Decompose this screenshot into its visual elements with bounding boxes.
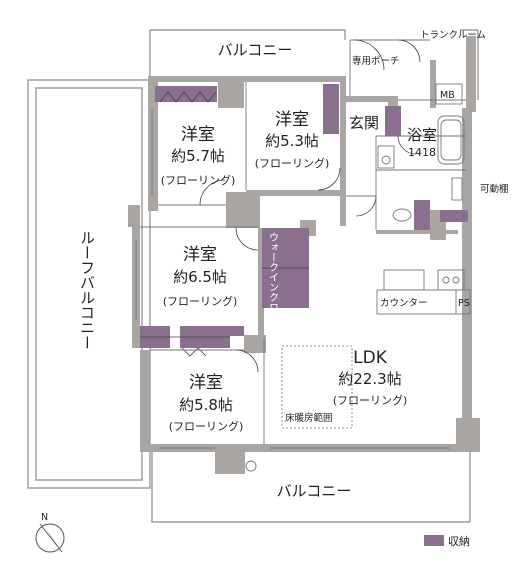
room2-floor: (フローリング) bbox=[255, 156, 330, 170]
fixtures bbox=[245, 115, 465, 472]
compass-icon bbox=[35, 523, 65, 553]
ldk-name: LDK bbox=[353, 348, 388, 368]
walk-in-closet-label: ウォークインクローゼット bbox=[267, 232, 279, 352]
room3-size: 約6.5帖 bbox=[173, 268, 227, 286]
trunk-room-label: トランクルーム bbox=[420, 30, 486, 41]
labels: バルコニー 専用ポーチ トランクルーム MB 玄関 浴室 1418 可動棚 洋室… bbox=[41, 30, 509, 548]
room2-size: 約5.3帖 bbox=[265, 132, 319, 150]
room4-size: 約5.8帖 bbox=[179, 396, 233, 414]
windows bbox=[135, 110, 450, 449]
movable-shelf-label: 可動棚 bbox=[480, 183, 509, 195]
room4-name: 洋室 bbox=[189, 373, 223, 393]
door-swings bbox=[199, 39, 421, 373]
private-porch-label: 専用ポーチ bbox=[352, 55, 400, 67]
ps-label: PS bbox=[458, 298, 470, 309]
ldk-floor: (フローリング) bbox=[333, 393, 408, 407]
bath-label: 浴室 bbox=[407, 126, 437, 144]
closet-door-marks bbox=[140, 91, 309, 357]
entrance-label: 玄関 bbox=[349, 114, 379, 132]
counter-label: カウンター bbox=[380, 298, 428, 309]
room1-floor: (フローリング) bbox=[161, 173, 236, 187]
floor-heating-label: 床暖房範囲 bbox=[285, 412, 333, 424]
roof-balcony-label: ルーフバルコニー bbox=[78, 230, 96, 350]
room1-name: 洋室 bbox=[181, 125, 215, 145]
top-balcony-label: バルコニー bbox=[218, 41, 293, 59]
mb-label: MB bbox=[440, 90, 455, 101]
legend-label: 収納 bbox=[448, 535, 470, 548]
room1-size: 約5.7帖 bbox=[171, 147, 225, 165]
balcony-outlines bbox=[27, 29, 479, 523]
ldk-size: 約22.3帖 bbox=[338, 370, 401, 388]
bath-size-label: 1418 bbox=[408, 146, 436, 159]
bottom-balcony-label: バルコニー bbox=[277, 482, 352, 500]
room3-floor: (フローリング) bbox=[163, 294, 238, 308]
room3-name: 洋室 bbox=[183, 245, 217, 265]
interior-partitions bbox=[140, 39, 471, 444]
room4-floor: (フローリング) bbox=[169, 419, 244, 433]
compass-label: N bbox=[41, 512, 48, 523]
room2-name: 洋室 bbox=[275, 110, 309, 130]
